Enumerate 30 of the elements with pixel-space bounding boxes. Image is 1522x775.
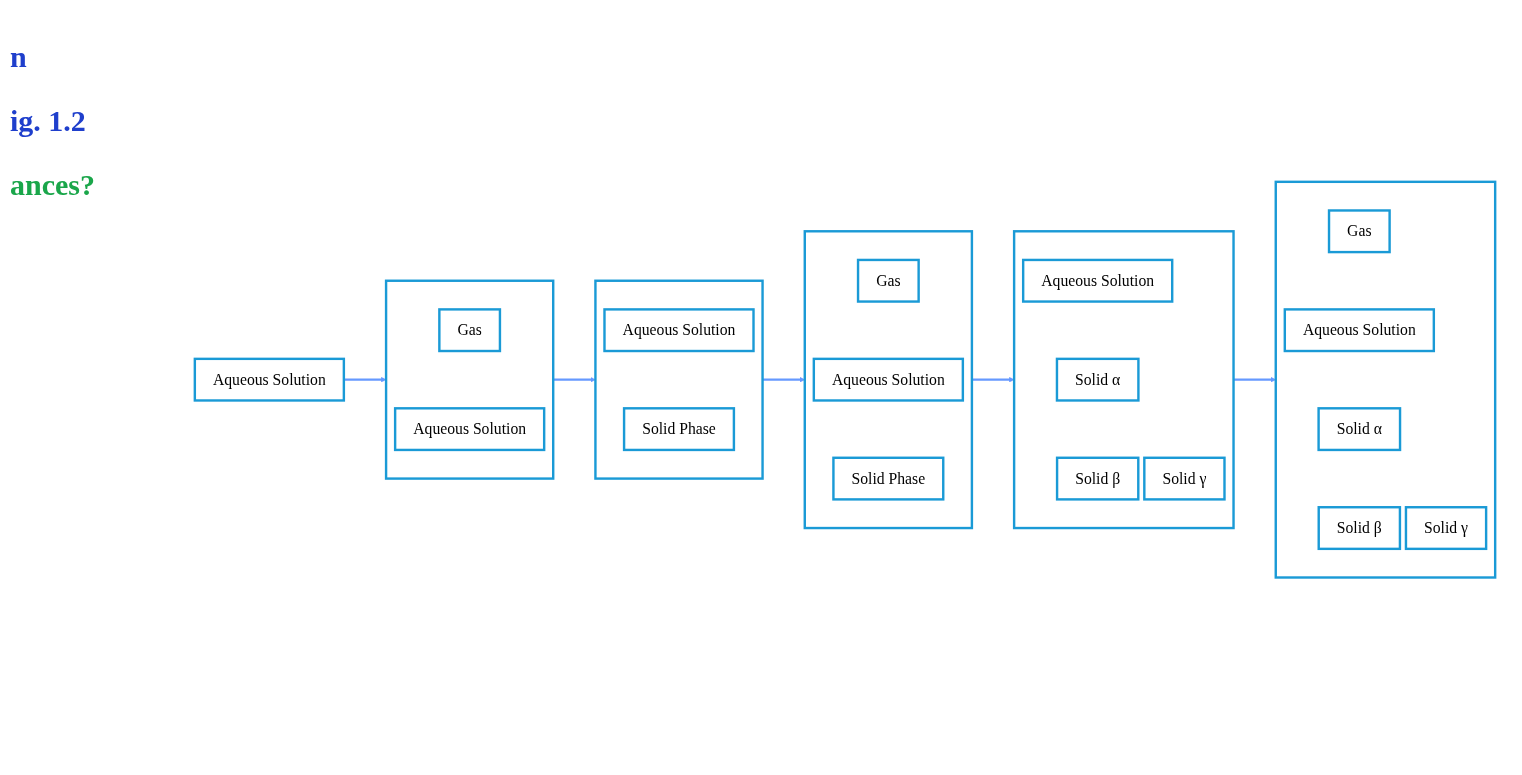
node-box: Solid α [1055,357,1140,402]
side-note: n [10,40,28,74]
arrow [762,377,805,383]
node-box: Solid γ [1143,456,1226,501]
cluster [1012,230,1235,530]
node-box: Aqueous Solution [393,407,546,452]
node-box: Gas [438,308,502,353]
node-box: Aqueous Solution [1021,259,1174,304]
arrow [553,377,596,383]
node-box: Solid β [1317,506,1402,551]
node-box: Solid Phase [622,407,736,452]
arrow [971,377,1015,383]
cluster [384,279,555,481]
arrow [1233,377,1276,383]
side-note: ig. 1.2 [10,104,87,138]
node-box: Gas [1327,209,1391,254]
node-box: Solid α [1317,407,1402,452]
cluster [803,230,974,530]
node-box: Aqueous Solution [193,357,346,402]
side-note: ances? [10,168,96,202]
node-box: Gas [856,259,920,304]
node-box: Solid Phase [832,456,945,501]
node-box: Aqueous Solution [1283,308,1436,353]
node-box: Solid γ [1404,506,1488,551]
cluster [594,279,764,481]
arrow [343,377,387,383]
cluster [1274,180,1497,580]
node-box: Aqueous Solution [603,308,755,353]
node-box: Solid β [1055,456,1140,501]
node-box: Aqueous Solution [812,357,965,402]
